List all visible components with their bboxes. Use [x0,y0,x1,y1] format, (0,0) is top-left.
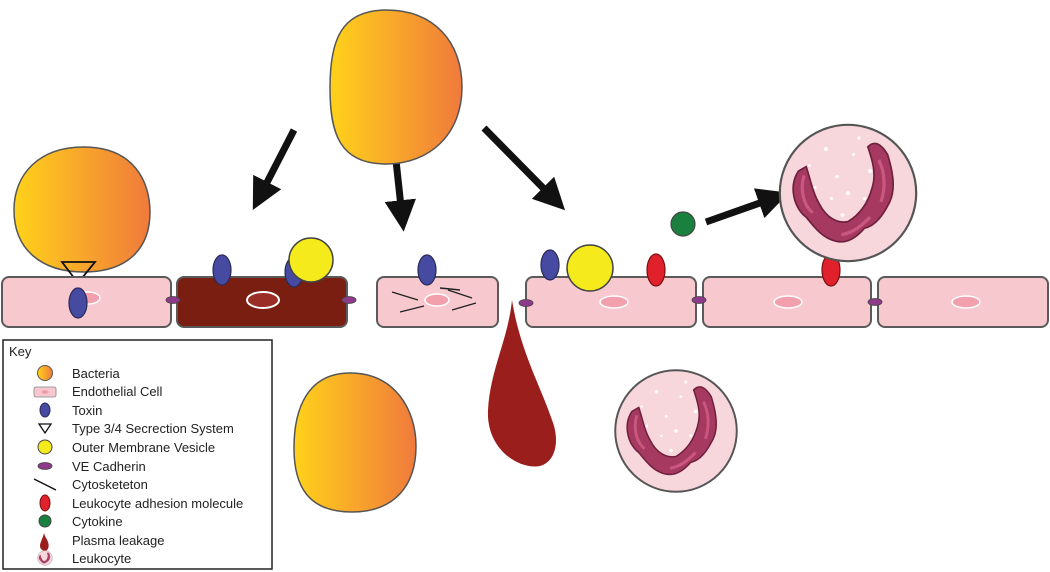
key-cadherin-icon [37,462,53,470]
arrows [252,125,789,232]
key-label-endothelial-cell: Endothelial Cell [72,384,162,399]
key-label-adhesion-molecule: Leukocyte adhesion molecule [72,496,243,511]
arrow-to-vesicle-cell [481,125,566,211]
key-vesicle-icon [37,439,53,455]
cadherin-icon [165,296,181,304]
bacteria-icon [293,372,417,513]
key-bacteria-icon [37,365,53,381]
toxin-icon [417,254,437,286]
key-leukocyte-icon [37,550,53,566]
secretion-system-icon [60,261,97,285]
key-plasma-icon [40,533,49,551]
key-label-cadherin: VE Cadherin [72,459,146,474]
key-cytoskeleton-icon [33,478,57,491]
arrow-to-leukocyte [704,188,789,226]
cytoskeleton-icon [391,287,477,313]
toxin-icon [540,249,560,281]
cell-nucleus [424,293,450,307]
key-endothelial-cell-icon [33,386,57,398]
cadherin-icon [867,298,883,306]
bacteria-icon [329,9,463,165]
cadherin-icon [691,296,707,304]
toxin-icon [212,254,232,286]
leukocyte-icon [778,123,918,263]
key-label-plasma: Plasma leakage [72,533,165,548]
cadherin-icon [341,296,357,304]
cytokine-icon [670,211,696,237]
cell-nucleus [599,295,629,309]
key-toxin-icon [39,402,51,418]
ve-cadherins [165,296,883,307]
key-secretion-system-icon [37,423,53,435]
adhesion-molecule-icon [646,253,666,287]
vesicle-icon [566,244,614,292]
toxin-icon [68,287,88,319]
key-adhesion-molecule-icon [39,494,51,512]
key-label-cytokine: Cytokine [72,514,123,529]
cadherin-icon [518,299,534,307]
bacteria-icon [13,146,151,273]
vesicle-icon [288,237,334,283]
key-legend: Key Bacteria Endothelial Cell Toxin Type… [2,339,273,570]
leukocyte-icon [613,368,739,494]
cell-nucleus [246,291,280,309]
key-label-secretion-system: Type 3/4 Secrection System [72,421,234,436]
key-label-leukocyte: Leukocyte [72,551,131,566]
key-label-vesicle: Outer Membrane Vesicle [72,440,215,455]
arrow-to-damaged-cell [252,128,298,211]
cell-nucleus [773,295,803,309]
cell-nucleus [951,295,981,309]
key-cytokine-icon [38,514,52,528]
key-label-bacteria: Bacteria [72,366,120,381]
key-title: Key [9,344,32,359]
key-label-toxin: Toxin [72,403,102,418]
key-label-cytoskeleton: Cytosketeton [72,477,148,492]
plasma-icon [487,300,556,467]
